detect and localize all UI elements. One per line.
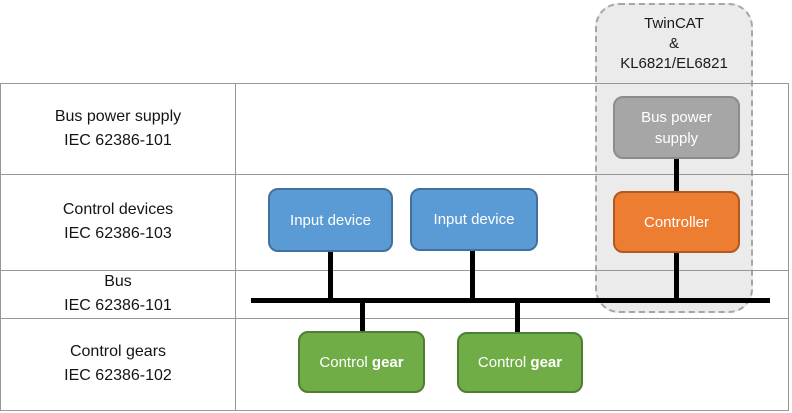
table-border-left [0,83,1,411]
row-title: Bus power supply [54,107,182,125]
node-label: Input device [433,211,515,228]
group-title-line-3: KL6821/EL6821 [620,55,728,72]
row-label-control-gears: Control gears IEC 62386-102 [1,318,235,410]
row-label-control-devices: Control devices IEC 62386-103 [1,174,235,270]
node-label: Control gear [319,352,403,373]
node-input-device-2: Input device [410,188,538,251]
node-label-normal: Control [477,354,527,371]
connector-input-device-1-to-bus [328,251,333,300]
node-label-bold: gear [367,353,404,371]
twincat-group-title: TwinCAT & KL6821/EL6821 [597,5,751,74]
node-label: Bus power [641,108,712,126]
node-input-device-1: Input device [268,188,393,252]
node-label-bold: gear [526,354,563,371]
table-border-bottom [0,410,789,411]
row-title: Control gears [69,343,167,360]
table-row-divider-2 [0,270,789,271]
node-label-normal: Control [319,353,368,371]
row-label-bus: Bus IEC 62386-101 [1,270,235,318]
row-standard: IEC 62386-103 [64,225,172,242]
row-standard: IEC 62386-101 [64,131,172,149]
row-standard: IEC 62386-102 [64,367,172,384]
row-label-bus-power-supply: Bus power supply IEC 62386-101 [1,83,235,174]
node-label: Control gear [478,352,562,373]
node-control-gear-2: Control gear [457,332,583,393]
group-title-line-1: TwinCAT [644,15,704,32]
dali-bus-line [251,298,770,303]
connector-input-device-2-to-bus [470,251,475,300]
node-control-gear-1: Control gear [298,331,425,393]
table-row-divider-3 [0,318,789,319]
table-border-top [0,83,789,84]
group-title-line-2: & [668,35,679,52]
node-label: Input device [290,211,371,229]
table-row-divider-1 [0,174,789,175]
table-column-divider [235,83,236,411]
node-bus-power-supply: Bus power supply [613,96,740,159]
connector-bus-to-control-gear-1 [360,302,365,333]
node-label: Controller [643,213,710,231]
node-label: supply [654,129,699,147]
node-controller: Controller [613,191,740,253]
row-title: Control devices [62,201,174,218]
table-border-right [788,83,789,411]
row-title: Bus [104,273,132,290]
connector-bus-to-control-gear-2 [515,302,520,333]
row-standard: IEC 62386-101 [64,297,172,314]
